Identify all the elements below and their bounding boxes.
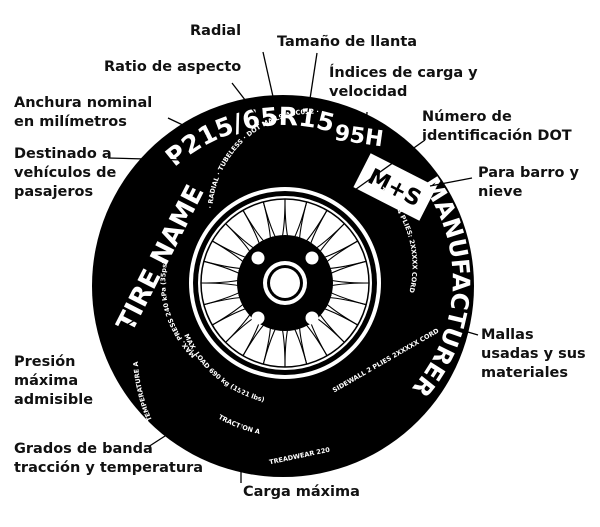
leader-destinado (107, 157, 185, 161)
label-radial: Radial (190, 23, 242, 39)
label-tamano: Tamaño de llanta (277, 34, 418, 50)
leader-tamano (307, 52, 318, 113)
label-barro: Para barro y nieve (478, 165, 579, 200)
label-anchura: Anchura nominal en milímetros (14, 95, 153, 130)
label-destinado: Destinado a vehículos de pasajeros (14, 146, 117, 200)
leader-barro (429, 177, 473, 187)
leader-radial (262, 51, 277, 111)
label-ratio: Ratio de aspecto (104, 59, 242, 75)
label-grados: Grados de banda tracción y temperatura (14, 441, 204, 476)
leader-presion (101, 301, 166, 341)
leader-indices (365, 111, 368, 134)
center-hole (270, 268, 300, 298)
label-presion: Presión máxima admisible (14, 354, 94, 408)
mud-snow-box (353, 153, 437, 221)
leader-ratio (231, 82, 260, 119)
leader-dot (351, 139, 426, 193)
label-mallas: Mallas usadas y sus materiales (481, 327, 586, 381)
label-carga: Carga máxima (243, 484, 360, 500)
lug-nuts (251, 251, 319, 325)
leader-lines (101, 51, 479, 483)
leader-anchura (167, 117, 207, 137)
leader-mallas (419, 317, 479, 336)
label-dot: Número de identificación DOT (422, 109, 572, 144)
leader-grados (147, 415, 197, 448)
label-indices: Índices de carga y velocidad (329, 65, 478, 100)
